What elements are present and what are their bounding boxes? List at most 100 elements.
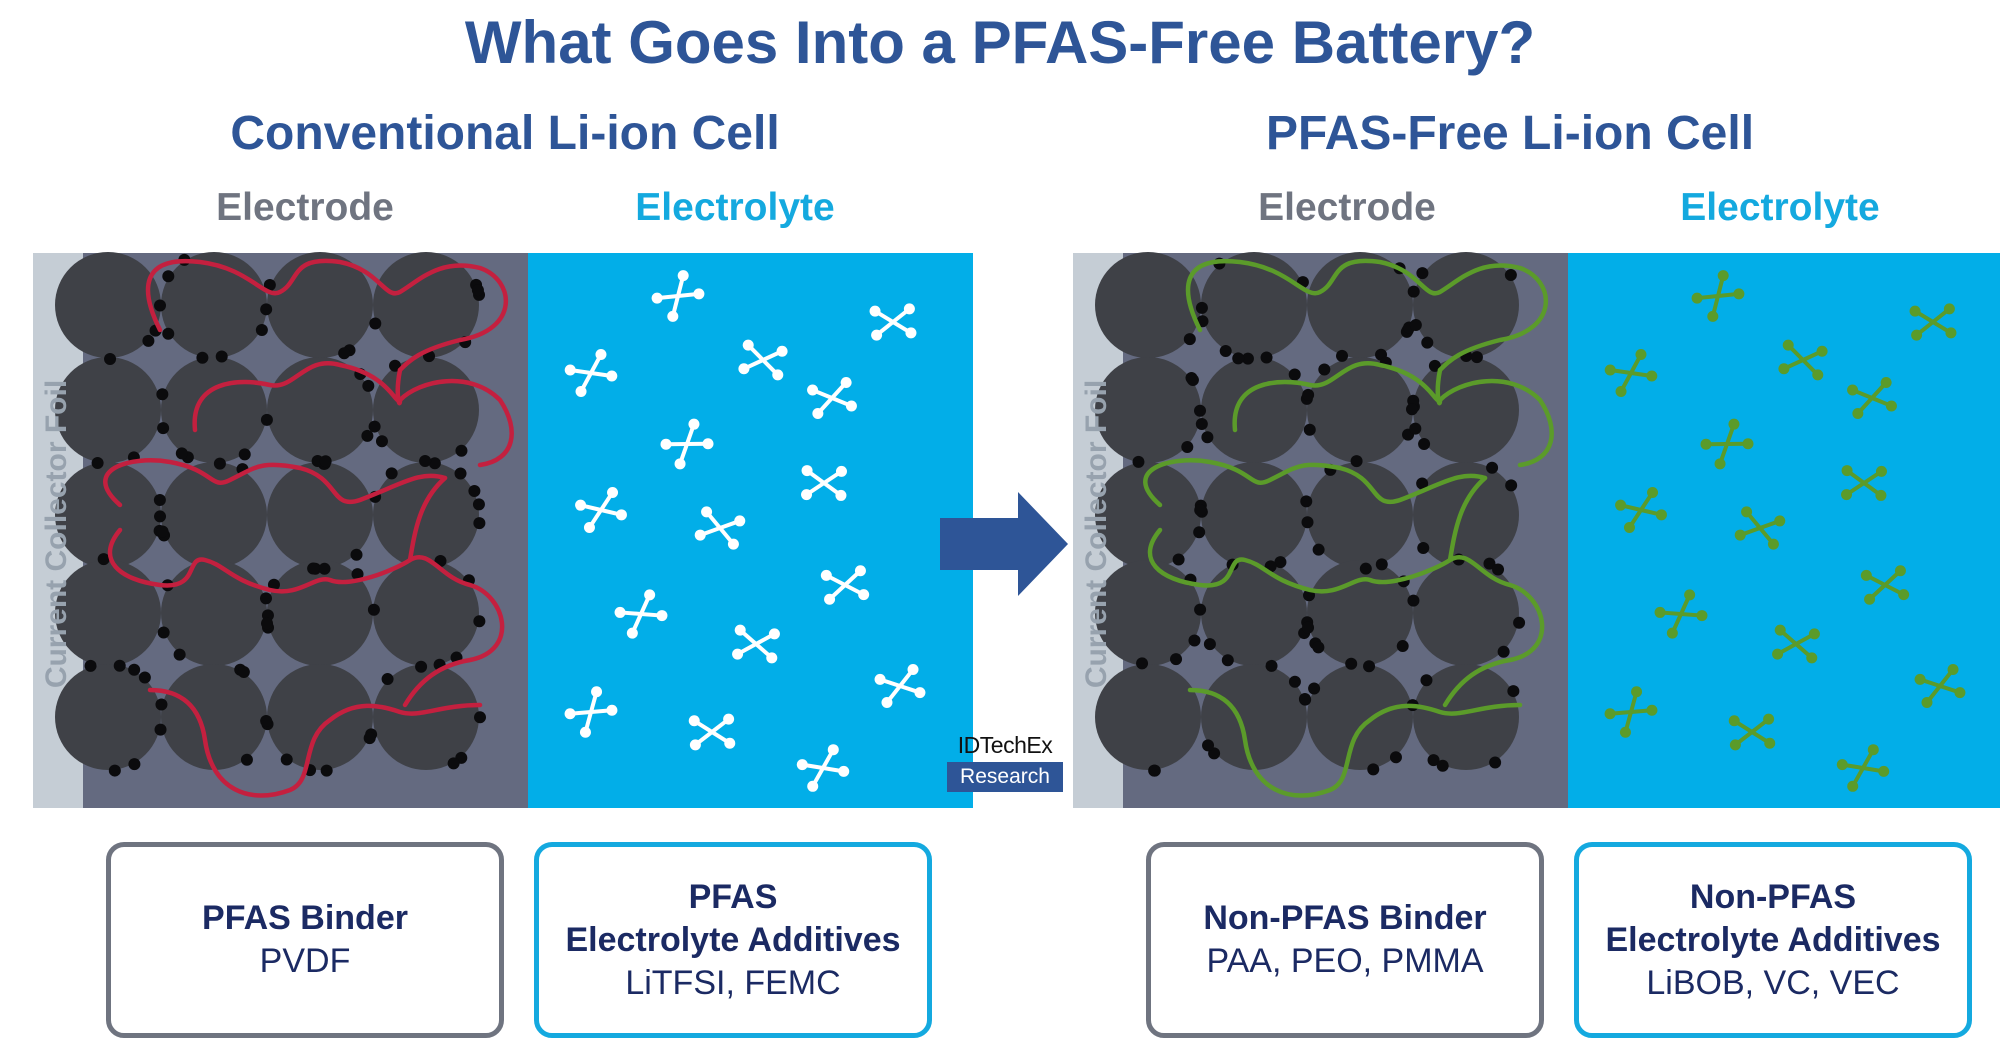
carbon-dot: [1312, 543, 1325, 556]
additive-molecule-icon: [564, 686, 618, 738]
carbon-dot: [454, 467, 467, 480]
additive-molecule-icon: [874, 664, 926, 708]
additive-molecule-icon: [688, 713, 736, 751]
page-title: What Goes Into a PFAS-Free Battery?: [464, 9, 1536, 76]
carbon-dot: [1406, 403, 1419, 416]
carbon-dot: [307, 562, 320, 575]
carbon-dot: [1288, 675, 1301, 688]
additive-molecule-icon: [738, 339, 788, 381]
active-material-particle: [373, 462, 479, 568]
carbon-dot: [1219, 344, 1232, 357]
active-material-particle: [1201, 252, 1307, 358]
carbon-dot: [338, 347, 351, 360]
active-material-particle: [161, 252, 267, 358]
carbon-dot: [1492, 563, 1505, 576]
carbon-dot: [1489, 756, 1502, 769]
carbon-dot: [138, 671, 151, 684]
active-material-particle: [267, 357, 373, 463]
carbon-dot: [1194, 603, 1207, 616]
active-material-particle: [161, 462, 267, 568]
carbon-dot: [1186, 374, 1199, 387]
carbon-dot: [1193, 526, 1206, 539]
brand-name: IDTechEx: [957, 732, 1053, 758]
additive-molecule-icon: [564, 349, 618, 397]
active-material-particle: [267, 560, 373, 666]
carbon-dot: [320, 764, 333, 777]
additive-molecule-icon: [1841, 465, 1887, 501]
binder-strand: [1447, 475, 1488, 563]
right-arrow-icon: [940, 492, 1068, 596]
carbon-dot: [162, 270, 175, 283]
binder-strand: [1435, 367, 1443, 406]
carbon-dot: [1336, 349, 1349, 362]
additive-molecule-icon: [1654, 589, 1708, 639]
carbon-dot: [1389, 751, 1402, 764]
carbon-dot: [1486, 461, 1499, 474]
active-material-particle: [267, 664, 373, 770]
conventional-active-particles: [55, 252, 479, 770]
carbon-dot: [108, 764, 121, 777]
additive-molecule-icon: [807, 376, 857, 420]
carbon-dot: [1183, 333, 1196, 346]
carbon-dot: [1318, 363, 1331, 376]
carbon-dot: [1298, 693, 1311, 706]
carbon-dot: [215, 350, 228, 363]
carbon-dot: [1308, 682, 1321, 695]
additive-molecule-icon: [1860, 565, 1910, 605]
carbon-dot: [351, 568, 364, 581]
carbon-dot: [260, 303, 273, 316]
carbon-dot: [1420, 674, 1433, 687]
carbon-dot: [381, 673, 394, 686]
carbon-dot: [1170, 653, 1183, 666]
carbon-dot: [363, 732, 376, 745]
pfas-free-binder-network: [1143, 258, 1554, 798]
active-material-particle: [1307, 560, 1413, 666]
carbon-dot: [1181, 441, 1194, 454]
carbon-dot: [1417, 541, 1430, 554]
carbon-dot: [1188, 634, 1201, 647]
carbon-dot: [238, 448, 251, 461]
carbon-dot: [1427, 754, 1440, 767]
brand-tag: Research: [947, 762, 1063, 792]
binder-strand: [1147, 527, 1545, 708]
carbon-dot: [97, 553, 110, 566]
carbon-dot: [1505, 479, 1518, 492]
carbon-dot: [1172, 553, 1185, 566]
additive-molecule-icon: [1691, 270, 1745, 322]
active-material-particle: [55, 357, 161, 463]
additive-molecule-icon: [660, 418, 714, 470]
binder-strand: [1232, 361, 1554, 468]
conventional-electrode-label: Electrode: [216, 186, 394, 229]
pfas-free-additive-box: Non-PFAS Electrolyte Additives LiBOB, VC…: [1574, 842, 1972, 1038]
additive-molecule-icon: [732, 624, 780, 664]
carbon-dot: [1436, 759, 1449, 772]
carbon-dot: [472, 498, 485, 511]
additive-molecule-icon: [651, 270, 705, 322]
carbon-dot: [156, 525, 169, 538]
carbon-dot: [1195, 417, 1208, 430]
carbon-dot: [473, 711, 486, 724]
active-material-particle: [1413, 252, 1519, 358]
active-material-particle: [55, 560, 161, 666]
binder-strand: [1185, 258, 1549, 373]
carbon-dot: [255, 323, 268, 336]
carbon-dot: [1232, 352, 1245, 365]
pfas-free-conductive-carbon: [1132, 257, 1526, 777]
carbon-dot: [1221, 654, 1234, 667]
active-material-particle: [1095, 357, 1201, 463]
carbon-dot: [173, 648, 186, 661]
binder-strand: [147, 687, 483, 798]
additive-molecule-icon: [820, 565, 870, 605]
carbon-dot: [385, 467, 398, 480]
carbon-dot: [1300, 495, 1313, 508]
pfas-free-additive-heading-2: Electrolyte Additives: [1605, 920, 1941, 959]
active-material-particle: [55, 664, 161, 770]
active-material-particle: [1307, 357, 1413, 463]
carbon-dot: [1359, 562, 1372, 575]
carbon-dot: [154, 299, 167, 312]
carbon-dot: [113, 659, 126, 672]
carbon-dot: [455, 444, 468, 457]
carbon-dot: [1288, 368, 1301, 381]
carbon-dot: [196, 351, 209, 364]
